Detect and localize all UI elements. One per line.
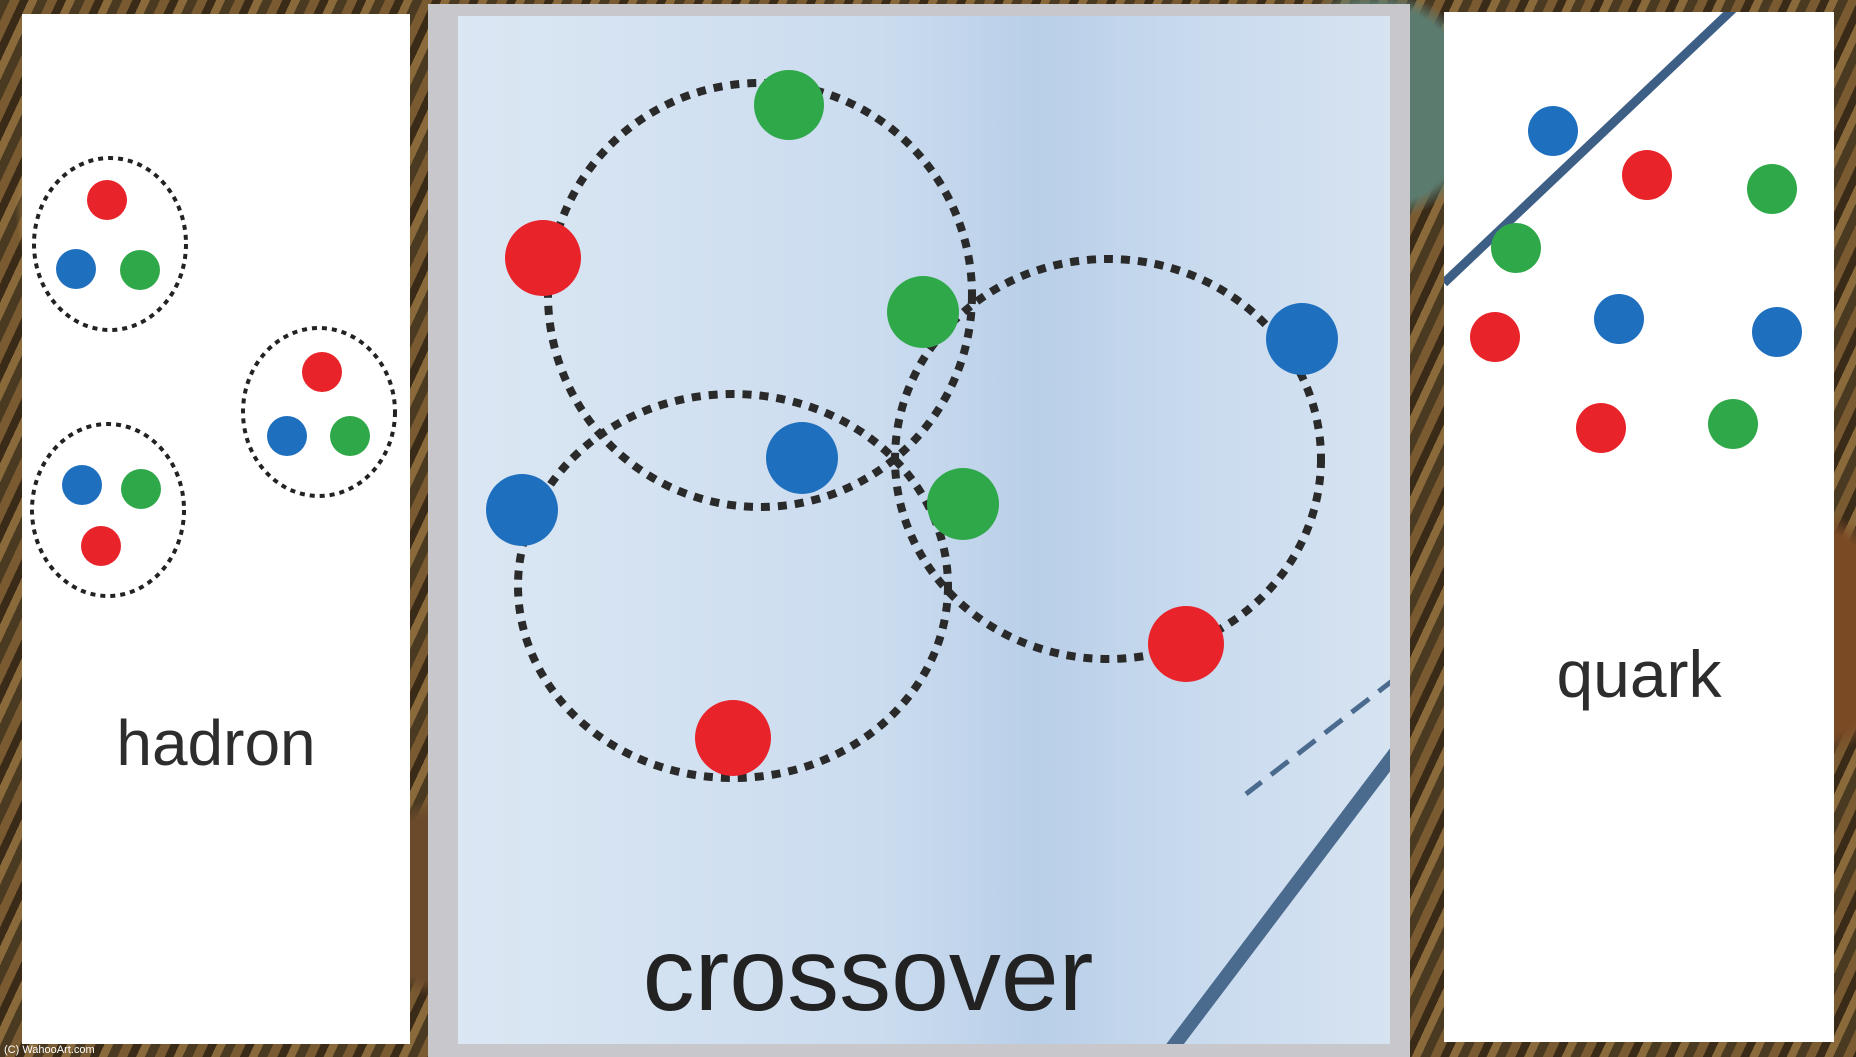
green-quark bbox=[1708, 399, 1758, 449]
green-quark bbox=[887, 276, 959, 348]
crossover-diagram bbox=[458, 16, 1390, 1044]
hadron-boundary bbox=[32, 424, 184, 596]
red-quark bbox=[1622, 150, 1672, 200]
green-quark bbox=[121, 469, 161, 509]
blue-quark bbox=[1266, 303, 1338, 375]
red-quark bbox=[1576, 403, 1626, 453]
hadron-panel: hadron bbox=[22, 14, 410, 1044]
hadron-cluster-2 bbox=[243, 328, 395, 496]
blue-quark bbox=[56, 249, 96, 289]
green-quark bbox=[330, 416, 370, 456]
blue-quark bbox=[486, 474, 558, 546]
green-quark bbox=[754, 70, 824, 140]
blue-quark bbox=[1528, 106, 1578, 156]
image-credit: (C) WahooArt.com bbox=[4, 1044, 95, 1056]
red-quark bbox=[695, 700, 771, 776]
quark-label: quark bbox=[1444, 636, 1834, 712]
blue-quark bbox=[1752, 307, 1802, 357]
red-quark bbox=[302, 352, 342, 392]
quark-diagram bbox=[1444, 12, 1834, 1042]
hadron-diagram bbox=[22, 14, 410, 1044]
green-quark bbox=[120, 250, 160, 290]
green-quark bbox=[927, 468, 999, 540]
crossover-label: crossover bbox=[458, 916, 1278, 1035]
blue-quark bbox=[62, 465, 102, 505]
red-quark bbox=[81, 526, 121, 566]
hadron-label: hadron bbox=[22, 706, 410, 780]
crossover-panel: crossover bbox=[458, 16, 1390, 1044]
red-quark bbox=[87, 180, 127, 220]
red-quark bbox=[505, 220, 581, 296]
quark-panel: quark bbox=[1444, 12, 1834, 1042]
green-quark bbox=[1747, 164, 1797, 214]
hadron-cluster-1 bbox=[34, 158, 186, 330]
phase-boundary bbox=[1444, 12, 1734, 283]
blue-quark bbox=[267, 416, 307, 456]
phase-boundary-dashed bbox=[1246, 678, 1390, 794]
blue-quark bbox=[766, 422, 838, 494]
blue-quark bbox=[1594, 294, 1644, 344]
red-quark bbox=[1148, 606, 1224, 682]
overlap-ring-right bbox=[895, 259, 1321, 659]
hadron-cluster-3 bbox=[32, 424, 184, 596]
red-quark bbox=[1470, 312, 1520, 362]
green-quark bbox=[1491, 223, 1541, 273]
